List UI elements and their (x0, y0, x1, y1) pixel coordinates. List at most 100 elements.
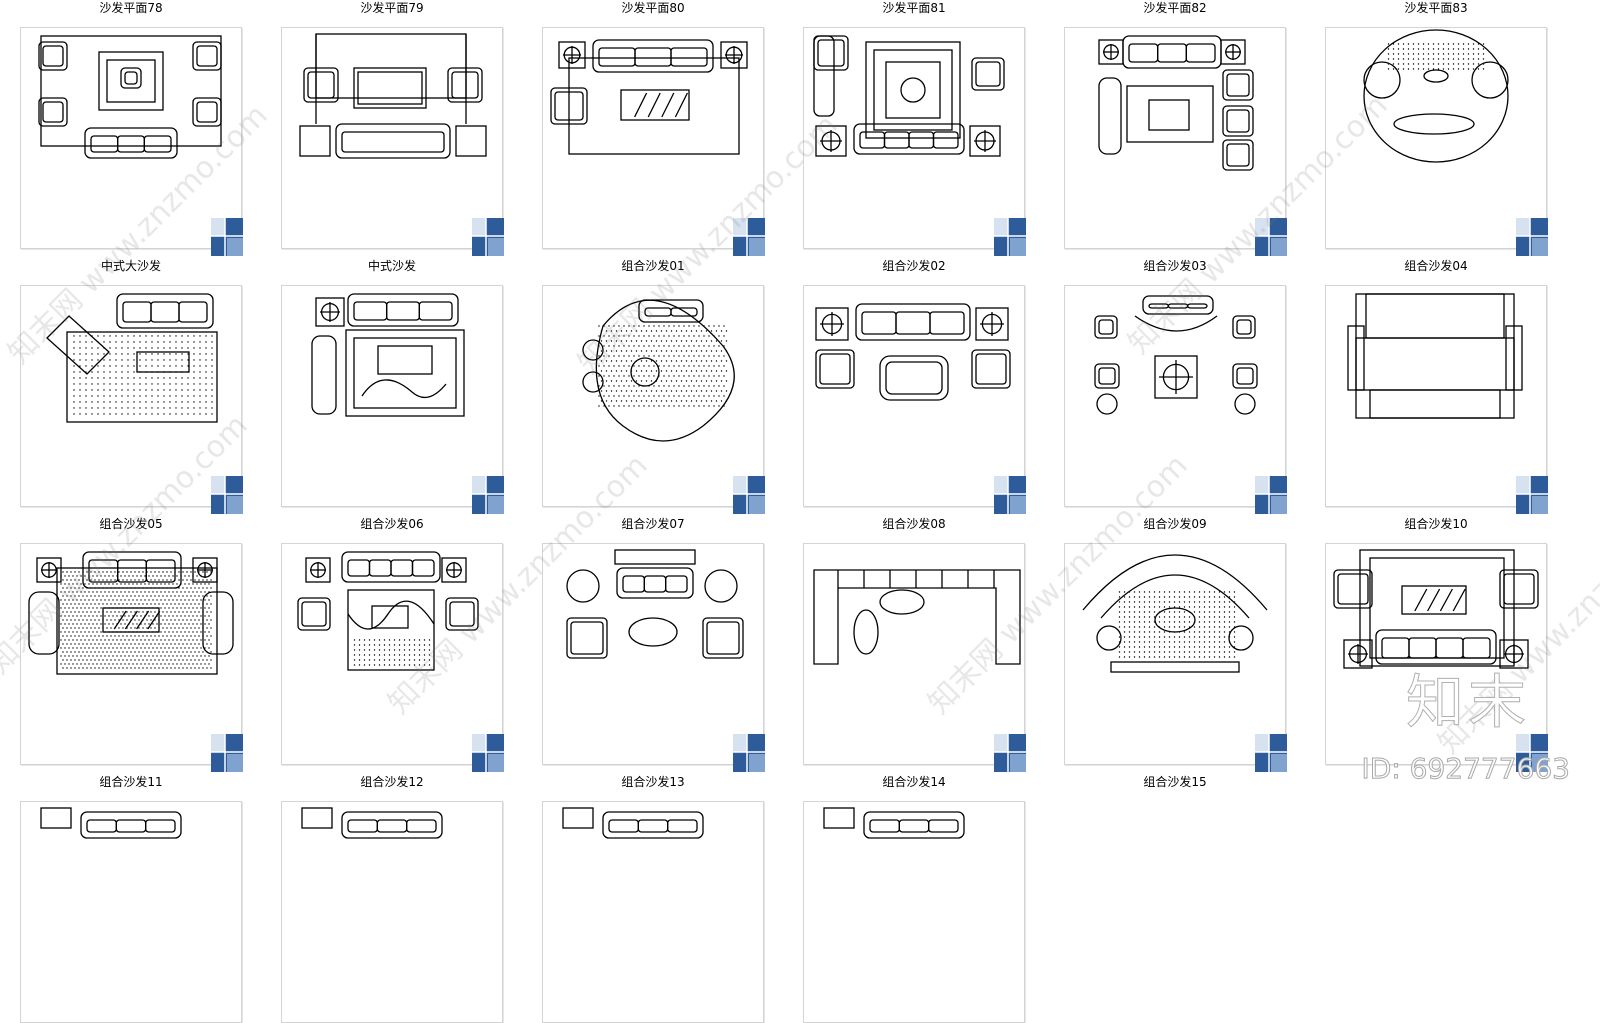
cad-file-icon (211, 734, 243, 772)
thumbnail-caption: 组合沙发04 (1404, 259, 1468, 273)
cad-file-icon (1255, 476, 1287, 514)
thumbnail-caption: 沙发平面83 (1404, 1, 1468, 15)
thumbnail-item[interactable]: 组合沙发11 (20, 774, 242, 1023)
thumbnail-preview[interactable] (1064, 285, 1287, 514)
thumbnail-item[interactable]: 组合沙发02 (803, 258, 1026, 514)
cad-file-icon (733, 734, 765, 772)
thumbnail-caption: 中式大沙发 (100, 259, 161, 273)
thumbnail-caption: 组合沙发10 (1404, 517, 1468, 531)
cad-file-icon (733, 218, 765, 256)
floor-plan-drawing (582, 299, 735, 442)
thumbnail-preview[interactable] (1064, 543, 1287, 772)
thumbnail-preview[interactable] (803, 27, 1026, 256)
thumbnail-item[interactable]: 沙发平面79 (281, 0, 504, 256)
thumbnail-item[interactable]: 组合沙发07 (542, 516, 765, 772)
floor-plan-drawing (566, 549, 744, 659)
floor-plan-drawing (299, 33, 487, 159)
cad-file-icon (211, 476, 243, 514)
thumbnail-caption: 沙发平面78 (99, 1, 163, 15)
thumbnail-item[interactable]: 组合沙发05 (20, 516, 243, 772)
thumbnail-preview[interactable] (1325, 543, 1548, 772)
floor-plan-drawing (1363, 29, 1509, 163)
thumbnail-item[interactable]: 组合沙发08 (803, 516, 1026, 772)
thumbnail-caption: 组合沙发13 (621, 775, 685, 789)
cad-file-icon (472, 218, 504, 256)
thumbnail-item[interactable]: 组合沙发10 (1325, 516, 1548, 772)
thumbnail-caption: 沙发平面82 (1143, 1, 1207, 15)
thumbnail-preview[interactable] (20, 285, 243, 514)
floor-plan-drawing (815, 303, 1011, 401)
id-tag: ID: 692777663 (1361, 752, 1570, 786)
thumbnail-item[interactable]: 组合沙发13 (542, 774, 764, 1023)
thumbnail-grid: 沙发平面78 沙发平面79 沙发平面80 沙发平面81 沙发平面82 沙发平面83 中式大沙… (20, 0, 1548, 1023)
thumbnail-preview[interactable] (1325, 27, 1548, 256)
thumbnail-item[interactable]: 沙发平面78 (20, 0, 243, 256)
cad-file-icon (994, 218, 1026, 256)
thumbnail-item[interactable]: 组合沙发15 (1064, 774, 1286, 790)
thumbnail-preview[interactable] (20, 543, 243, 772)
thumbnail-caption: 组合沙发07 (621, 517, 685, 531)
thumbnail-item[interactable]: 组合沙发01 (542, 258, 765, 514)
thumbnail-preview[interactable] (542, 27, 765, 256)
floor-plan-drawing (1094, 295, 1258, 415)
floor-plan-drawing (1333, 549, 1539, 669)
thumbnail-item[interactable]: 沙发平面83 (1325, 0, 1548, 256)
thumbnail-item[interactable]: 组合沙发14 (803, 774, 1025, 1023)
thumbnail-preview[interactable] (281, 543, 504, 772)
thumbnail-item[interactable]: 中式大沙发 (20, 258, 243, 514)
floor-plan-drawing (1082, 554, 1268, 673)
thumbnail-caption: 组合沙发08 (882, 517, 946, 531)
thumbnail-preview[interactable] (803, 285, 1026, 514)
thumbnail-item[interactable]: 沙发平面81 (803, 0, 1026, 256)
floor-plan-drawing (311, 293, 465, 417)
thumbnail-caption: 沙发平面79 (360, 1, 424, 15)
floor-plan-drawing (297, 551, 479, 671)
thumbnail-preview[interactable] (542, 801, 764, 1023)
thumbnail-preview[interactable] (1325, 285, 1548, 514)
thumbnail-item[interactable]: 组合沙发12 (281, 774, 503, 1023)
floor-plan-drawing (562, 807, 704, 839)
floor-plan-drawing (1098, 35, 1254, 171)
thumbnail-preview[interactable] (1064, 27, 1287, 256)
floor-plan-drawing (40, 807, 182, 839)
floor-plan-drawing (46, 293, 218, 423)
thumbnail-caption: 沙发平面81 (882, 1, 946, 15)
floor-plan-drawing (813, 569, 1021, 665)
cad-file-icon (472, 476, 504, 514)
cad-file-icon (1516, 218, 1548, 256)
thumbnail-preview[interactable] (281, 27, 504, 256)
thumbnail-item[interactable]: 组合沙发06 (281, 516, 504, 772)
thumbnail-item[interactable]: 沙发平面80 (542, 0, 765, 256)
thumbnail-item[interactable]: 中式沙发 (281, 258, 504, 514)
thumbnail-preview[interactable] (20, 801, 242, 1023)
thumbnail-caption: 组合沙发11 (99, 775, 163, 789)
thumbnail-caption: 组合沙发14 (882, 775, 946, 789)
thumbnail-caption: 组合沙发05 (99, 517, 163, 531)
thumbnail-caption: 组合沙发12 (360, 775, 424, 789)
thumbnail-item[interactable]: 组合沙发09 (1064, 516, 1287, 772)
thumbnail-item[interactable]: 组合沙发03 (1064, 258, 1287, 514)
thumbnail-preview[interactable] (803, 543, 1026, 772)
cad-file-icon (1255, 734, 1287, 772)
floor-plan-drawing (550, 39, 748, 155)
thumbnail-preview[interactable] (542, 543, 765, 772)
cad-file-icon (733, 476, 765, 514)
thumbnail-preview[interactable] (281, 801, 503, 1023)
thumbnail-preview[interactable] (803, 801, 1025, 1023)
thumbnail-item[interactable]: 沙发平面82 (1064, 0, 1287, 256)
thumbnail-preview[interactable] (281, 285, 504, 514)
floor-plan-drawing (823, 807, 965, 839)
floor-plan-drawing (28, 551, 234, 675)
thumbnail-caption: 组合沙发15 (1143, 775, 1207, 789)
cad-file-icon (472, 734, 504, 772)
cad-file-icon (994, 734, 1026, 772)
brand-logo: 知末 (1405, 668, 1530, 737)
thumbnail-preview[interactable] (542, 285, 765, 514)
floor-plan-drawing (301, 807, 443, 839)
thumbnail-caption: 组合沙发06 (360, 517, 424, 531)
floor-plan-drawing (813, 35, 1005, 157)
thumbnail-preview[interactable] (20, 27, 243, 256)
thumbnail-item[interactable]: 组合沙发04 (1325, 258, 1548, 514)
cad-file-icon (994, 476, 1026, 514)
thumbnail-caption: 组合沙发09 (1143, 517, 1207, 531)
